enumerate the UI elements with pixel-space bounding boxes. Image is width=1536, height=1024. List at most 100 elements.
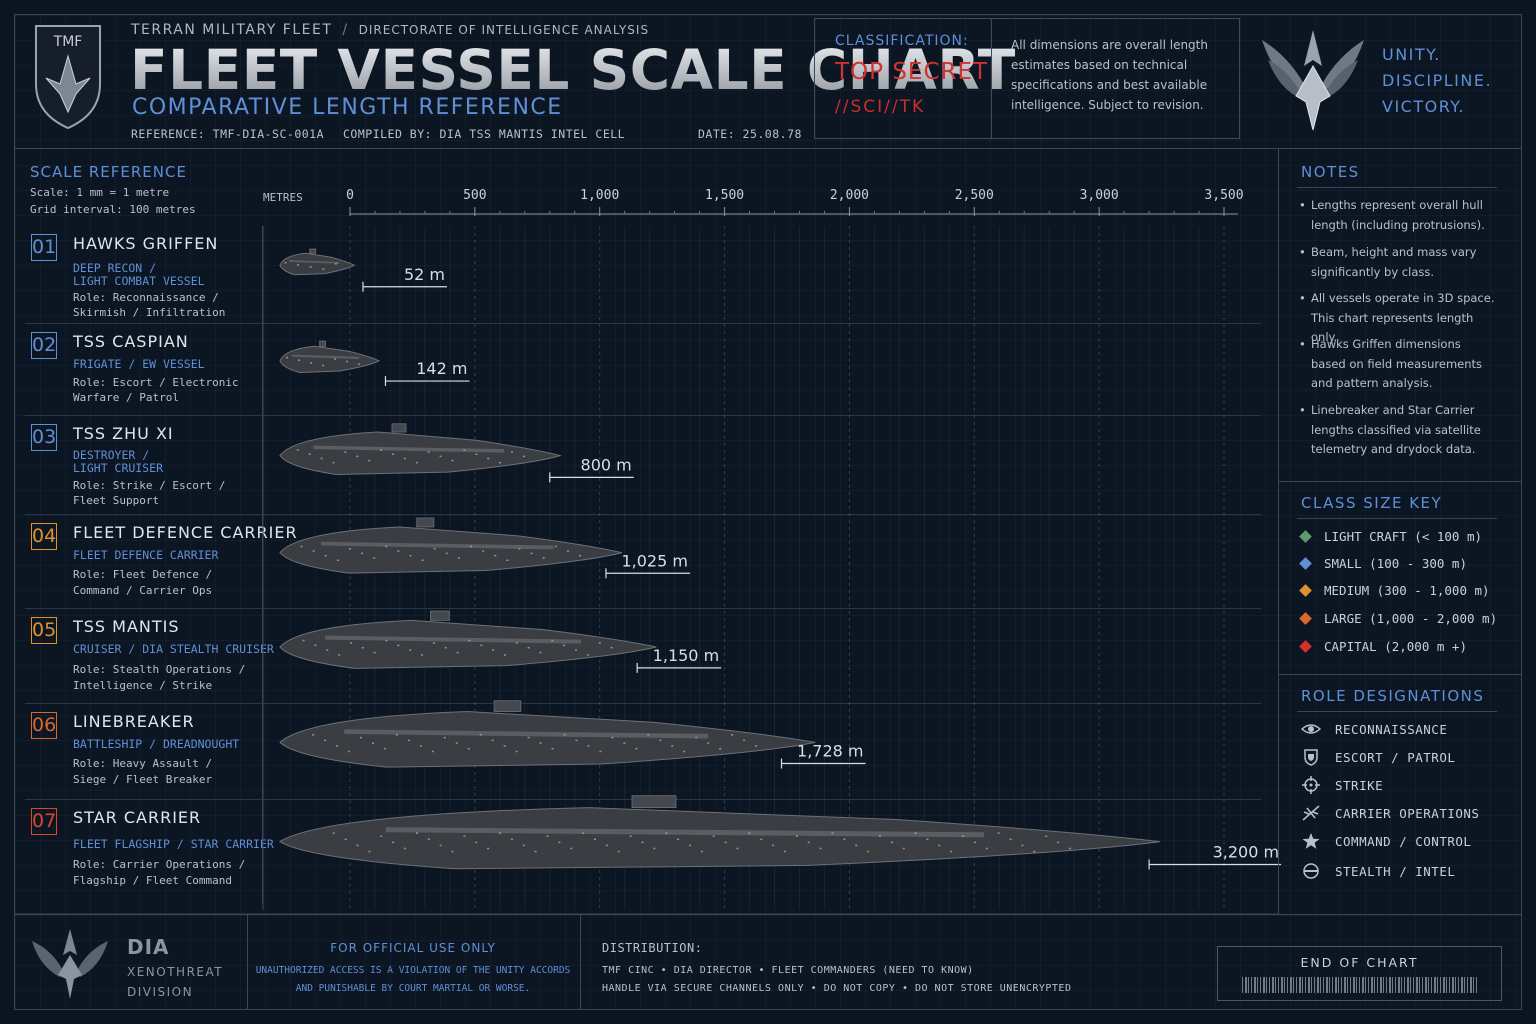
fighter-icon <box>1302 805 1320 821</box>
vessel-role: Role: Stealth Operations / <box>73 663 246 676</box>
motto: UNITY. DISCIPLINE. VICTORY. <box>1382 42 1492 120</box>
dia-title: DIA <box>127 935 170 959</box>
classification-caveat: //SCI//TK <box>835 97 926 117</box>
page-title: FLEET VESSEL SCALE CHART <box>130 38 1016 102</box>
vessel-class: DESTROYER / <box>73 448 150 462</box>
vessel-number: 07 <box>31 808 57 835</box>
notes-title: NOTES <box>1301 163 1360 181</box>
diamond-blue-icon <box>1299 557 1312 570</box>
fouo-notice: FOR OFFICIAL USE ONLY <box>330 941 496 955</box>
vessel-info-3: 03 TSS ZHU XI DESTROYER / LIGHT CRUISER … <box>25 416 263 514</box>
role-label: CARRIER OPERATIONS <box>1335 805 1480 821</box>
class-key-rule <box>1297 518 1497 519</box>
barcode-icon <box>1242 977 1478 993</box>
document-date: DATE: 25.08.78 <box>698 127 802 141</box>
class-key-light: LIGHT CRAFT (< 100 m) <box>1299 529 1483 544</box>
end-of-chart-label: END OF CHART <box>1300 955 1419 970</box>
scale-ratio: Scale: 1 mm = 1 metre <box>30 186 170 199</box>
vessel-class: CRUISER / DIA STEALTH CRUISER <box>73 642 274 656</box>
role-label: COMMAND / CONTROL <box>1335 833 1472 849</box>
chart-frame <box>14 14 1522 1010</box>
vessel-row-6: 06 LINEBREAKER BATTLESHIP / DREADNOUGHT … <box>25 704 1261 800</box>
vessel-row-1: 01 HAWKS GRIFFEN DEEP RECON / LIGHT COMB… <box>25 226 1261 324</box>
diamond-green-icon <box>1299 530 1312 543</box>
classification-note: All dimensions are overall length estima… <box>1011 38 1208 112</box>
class-key-label: SMALL (100 - 300 m) <box>1324 556 1467 571</box>
vessel-number: 03 <box>31 424 57 451</box>
role-label: RECONNAISSANCE <box>1335 721 1448 737</box>
fouo-warning-2: AND PUNISHABLE BY COURT MARTIAL OR WORSE… <box>295 983 531 994</box>
class-key-medium: MEDIUM (300 - 1,000 m) <box>1299 583 1490 598</box>
dia-emblem-icon <box>32 929 108 999</box>
role-reconnaissance: RECONNAISSANCE <box>1301 720 1447 738</box>
roles-rule <box>1297 711 1497 712</box>
fouo-warning-1: UNAUTHORIZED ACCESS IS A VIOLATION OF TH… <box>255 965 571 976</box>
grid-interval: Grid interval: 100 metres <box>30 203 196 216</box>
vessel-name: FLEET DEFENCE CARRIER <box>73 523 298 542</box>
note-item-5: Linebreaker and Star Carrier lengths cla… <box>1299 401 1499 460</box>
diamond-amber-icon <box>1299 584 1312 597</box>
vessel-info-4: 04 FLEET DEFENCE CARRIER FLEET DEFENCE C… <box>25 515 297 608</box>
dia-subtitle-1: XENOTHREAT <box>127 965 224 979</box>
note-item-1: Lengths represent overall hull length (i… <box>1299 196 1499 235</box>
roles-panel: ROLE DESIGNATIONS RECONNAISSANCE ESCORT … <box>1278 675 1522 914</box>
note-item-2: Beam, height and mass vary significantly… <box>1299 243 1499 282</box>
vessel-number: 04 <box>31 523 57 550</box>
role-command: COMMAND / CONTROL <box>1301 832 1471 850</box>
vessel-name: TSS ZHU XI <box>73 424 174 443</box>
vessel-info-1: 01 HAWKS GRIFFEN DEEP RECON / LIGHT COMB… <box>25 226 263 323</box>
vessel-rows: 01 HAWKS GRIFFEN DEEP RECON / LIGHT COMB… <box>25 226 1261 904</box>
vessel-role-2: Command / Carrier Ops <box>73 584 213 597</box>
org-name: TERRAN MILITARY FLEET <box>131 22 333 38</box>
roles-title: ROLE DESIGNATIONS <box>1301 687 1485 705</box>
motto-line-1: UNITY. <box>1382 45 1441 64</box>
role-label: ESCORT / PATROL <box>1335 749 1456 765</box>
vessel-role-2: Intelligence / Strike <box>73 679 213 692</box>
class-key-title: CLASS SIZE KEY <box>1301 494 1443 512</box>
note-item-4: Hawks Griffen dimensions based on field … <box>1299 335 1499 394</box>
tmf-shield-emblem: TMF <box>35 25 101 130</box>
vessel-row-3: 03 TSS ZHU XI DESTROYER / LIGHT CRUISER … <box>25 416 1261 515</box>
vessel-class: BATTLESHIP / DREADNOUGHT <box>73 737 240 751</box>
notes-panel: NOTES Lengths represent overall hull len… <box>1278 149 1522 482</box>
classification-label: CLASSIFICATION: <box>835 33 969 49</box>
reference-id: REFERENCE: TMF-DIA-SC-001A <box>131 127 325 141</box>
vessel-role-2: Skirmish / Infiltration <box>73 306 226 319</box>
vessel-number: 02 <box>31 332 57 359</box>
star-icon <box>1302 833 1320 849</box>
classification-box: CLASSIFICATION: TOP SECRET //SCI//TK All… <box>814 18 1240 139</box>
crosshair-icon <box>1302 776 1320 794</box>
vessel-name: STAR CARRIER <box>73 808 202 827</box>
vessel-number: 01 <box>31 234 57 261</box>
vessel-name: TSS MANTIS <box>73 617 180 636</box>
svg-text:TMF: TMF <box>53 34 83 50</box>
scale-reference-title: SCALE REFERENCE <box>30 163 187 181</box>
vessel-role: Role: Escort / Electronic <box>73 376 239 389</box>
shield-icon <box>1304 749 1318 766</box>
notes-rule <box>1297 187 1497 188</box>
eye-icon <box>1301 724 1321 734</box>
vessel-role-2: Siege / Fleet Breaker <box>73 773 213 786</box>
class-key-label: MEDIUM (300 - 1,000 m) <box>1324 583 1490 598</box>
role-escort: ESCORT / PATROL <box>1301 748 1455 766</box>
vessel-row-7: 07 STAR CARRIER FLEET FLAGSHIP / STAR CA… <box>25 800 1261 904</box>
winged-emblem-icon <box>1262 30 1364 131</box>
class-key-label: LARGE (1,000 - 2,000 m) <box>1324 611 1498 626</box>
distribution-handling: HANDLE VIA SECURE CHANNELS ONLY • DO NOT… <box>602 983 1072 994</box>
vessel-class-2: LIGHT COMBAT VESSEL <box>73 274 205 288</box>
vessel-role: Role: Reconnaissance / <box>73 291 219 304</box>
role-label: STEALTH / INTEL <box>1335 863 1456 879</box>
vessel-row-5: 05 TSS MANTIS CRUISER / DIA STEALTH CRUI… <box>25 609 1261 704</box>
org-separator: / <box>342 22 349 38</box>
vessel-class: DEEP RECON / <box>73 261 157 275</box>
vessel-role: Role: Carrier Operations / <box>73 858 246 871</box>
vessel-info-7: 07 STAR CARRIER FLEET FLAGSHIP / STAR CA… <box>25 800 274 904</box>
vessel-info-5: 05 TSS MANTIS CRUISER / DIA STEALTH CRUI… <box>25 609 274 703</box>
vessel-role-2: Flagship / Fleet Command <box>73 874 232 887</box>
vessel-class: FRIGATE / EW VESSEL <box>73 357 205 371</box>
footer-divider-2 <box>580 915 581 1010</box>
end-of-chart-box: END OF CHART <box>1217 946 1502 1001</box>
header-org-line: TERRAN MILITARY FLEET / DIRECTORATE OF I… <box>131 22 649 38</box>
class-key-label: LIGHT CRAFT (< 100 m) <box>1324 529 1483 544</box>
vessel-number: 06 <box>31 712 57 739</box>
